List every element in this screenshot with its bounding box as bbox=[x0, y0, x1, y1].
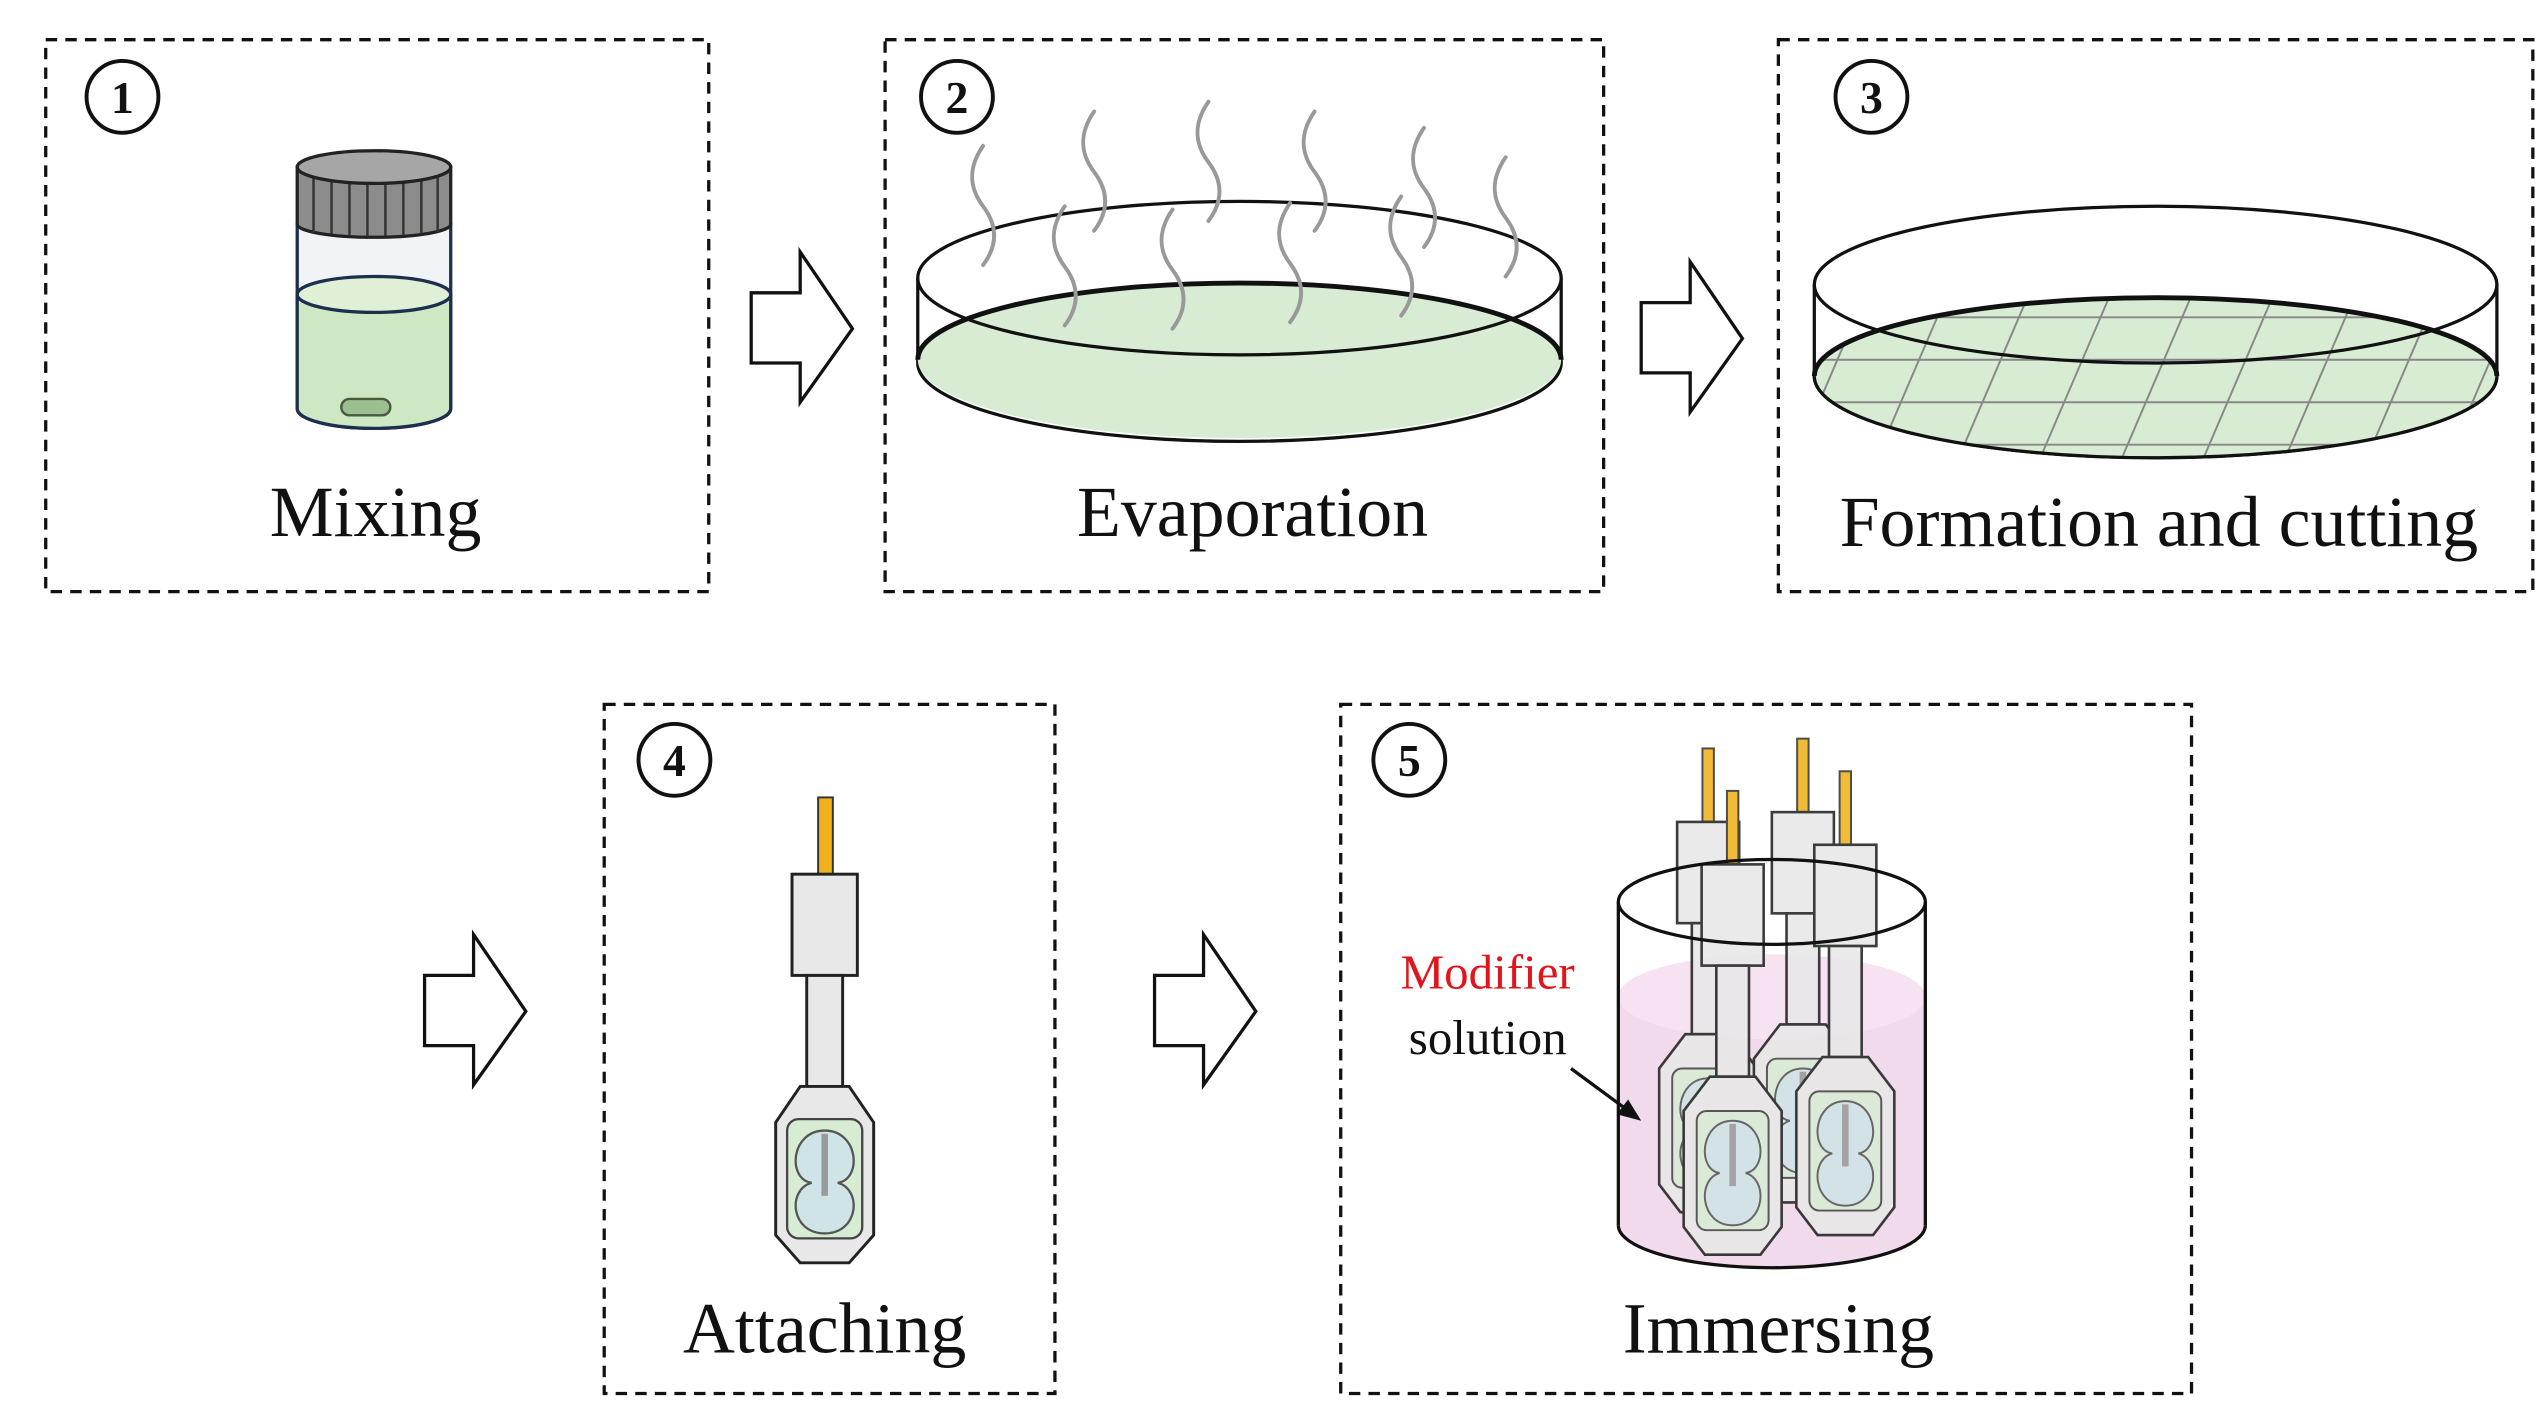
step-5-box: 5 Modifier solution Immersing bbox=[1339, 702, 2194, 1396]
arrow-4-to-5 bbox=[1152, 929, 1258, 1090]
arrow-3-to-4 bbox=[422, 929, 528, 1090]
step-1-badge: 1 bbox=[84, 58, 161, 135]
svg-text:5: 5 bbox=[1398, 735, 1421, 786]
petri-dish-icon bbox=[915, 199, 1564, 444]
film-dish-icon bbox=[1811, 204, 2500, 460]
step-4-badge: 4 bbox=[636, 721, 713, 798]
step-4-label: Attaching bbox=[683, 1289, 966, 1369]
modifier-label: Modifier bbox=[1401, 944, 1575, 999]
vapor-icon bbox=[970, 99, 1519, 331]
arrow-1-to-2 bbox=[749, 246, 855, 408]
step-3-box: 3 bbox=[1776, 38, 2535, 594]
step-5-badge: 5 bbox=[1371, 721, 1448, 798]
step-3-label: Formation and cutting bbox=[1840, 482, 2479, 562]
step-5-label: Immersing bbox=[1623, 1289, 1934, 1369]
step-1-box: 1 Mixing bbox=[44, 38, 711, 594]
step-2-box: 2 Evaporation bbox=[883, 38, 1606, 594]
modifier-annotation: Modifier solution bbox=[1401, 944, 1642, 1121]
beaker-outline bbox=[1616, 857, 1927, 1270]
solution-label: solution bbox=[1409, 1010, 1567, 1065]
step-3-badge: 3 bbox=[1833, 58, 1910, 135]
vial-icon bbox=[295, 149, 453, 430]
step-2-badge: 2 bbox=[919, 58, 995, 135]
arrow-2-to-3 bbox=[1639, 256, 1745, 418]
svg-text:3: 3 bbox=[1860, 72, 1883, 123]
step-1-label: Mixing bbox=[270, 472, 482, 552]
svg-text:4: 4 bbox=[663, 735, 686, 786]
svg-text:2: 2 bbox=[946, 72, 969, 123]
step-2-label: Evaporation bbox=[1077, 472, 1428, 552]
svg-text:1: 1 bbox=[111, 72, 134, 123]
step-4-box: 4 Attaching bbox=[602, 702, 1057, 1396]
sensor-electrode-icon bbox=[774, 796, 876, 1265]
